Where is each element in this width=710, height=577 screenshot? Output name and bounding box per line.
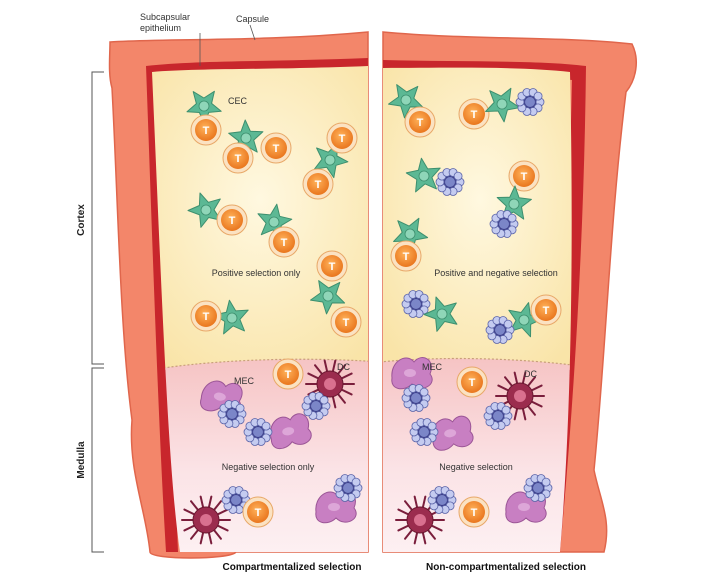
cell-layer: T T T T T T T T T T T T T T T T T T T [181, 84, 562, 545]
dendritic-cell [305, 359, 355, 409]
svg-text:T: T [471, 109, 478, 121]
medulla-axis-label: Medulla [76, 441, 87, 479]
capsule-label: Capsule [236, 14, 269, 24]
t-cell: T [390, 240, 422, 272]
region-bracket [91, 71, 104, 553]
svg-text:T: T [521, 171, 528, 183]
t-cell: T [222, 142, 254, 174]
medullary-epithelial-cell [391, 357, 433, 390]
apoptotic-thymocyte [489, 210, 519, 238]
svg-text:T: T [339, 133, 346, 145]
right-corticomedullary-junction [383, 357, 572, 367]
left-panel-title: Compartmentalized selection [223, 562, 362, 573]
apoptotic-thymocyte [333, 474, 363, 502]
cortical-epithelial-cell [405, 157, 441, 193]
svg-text:T: T [469, 377, 476, 389]
svg-text:T: T [281, 237, 288, 249]
left-cortex-caption: Positive selection only [212, 268, 301, 278]
subcapsular-label-line2: epithelium [140, 23, 181, 33]
dendritic-cell [395, 495, 445, 545]
t-cell: T [456, 366, 488, 398]
t-cell: T [190, 300, 222, 332]
mec-label-right: MEC [422, 362, 443, 372]
svg-text:T: T [543, 305, 550, 317]
t-cell: T [458, 496, 490, 528]
cec-label: CEC [228, 96, 248, 106]
svg-text:T: T [203, 311, 210, 323]
right-panel-title: Non-compartmentalized selection [426, 562, 586, 573]
dendritic-cell [181, 495, 231, 545]
cortical-epithelial-cell [485, 87, 521, 123]
t-cell: T [242, 496, 274, 528]
svg-text:T: T [315, 179, 322, 191]
apoptotic-thymocyte [301, 392, 331, 420]
svg-text:T: T [329, 261, 336, 273]
t-cell: T [458, 98, 490, 130]
t-cell: T [268, 226, 300, 258]
right-medulla-caption: Negative selection [439, 462, 513, 472]
svg-text:T: T [471, 507, 478, 519]
svg-text:T: T [285, 369, 292, 381]
cortical-epithelial-cell [213, 299, 249, 335]
t-cell: T [316, 250, 348, 282]
t-cell: T [216, 204, 248, 236]
apoptotic-thymocyte [217, 400, 247, 428]
svg-text:T: T [203, 125, 210, 137]
t-cell: T [260, 132, 292, 164]
dc-label-left: DC [337, 362, 350, 372]
apoptotic-thymocyte [409, 418, 439, 446]
dc-label-right: DC [524, 369, 537, 379]
svg-text:T: T [403, 251, 410, 263]
t-cell: T [326, 122, 358, 154]
medullary-epithelial-cell [431, 415, 474, 451]
apoptotic-thymocyte [401, 290, 431, 318]
cortical-epithelial-cell [310, 280, 346, 315]
svg-text:T: T [417, 117, 424, 129]
right-cortex-caption: Positive and negative selection [434, 268, 558, 278]
medullary-epithelial-cell [269, 413, 312, 450]
t-cell: T [530, 294, 562, 326]
t-cell: T [508, 160, 540, 192]
cortical-epithelial-cell [186, 90, 222, 125]
svg-text:T: T [273, 143, 280, 155]
apoptotic-thymocyte [435, 168, 465, 196]
t-cell: T [330, 306, 362, 338]
svg-text:T: T [255, 507, 262, 519]
t-cell: T [272, 358, 304, 390]
mec-label-left: MEC [234, 376, 255, 386]
panel-divider [369, 20, 382, 560]
left-medulla-caption: Negative selection only [222, 462, 315, 472]
cortical-epithelial-cell [388, 84, 424, 119]
apoptotic-thymocyte [523, 474, 553, 502]
subcapsular-label-line1: Subcapsular [140, 12, 190, 22]
dendritic-cell [495, 371, 545, 421]
t-cell: T [190, 114, 222, 146]
apoptotic-thymocyte [515, 88, 545, 116]
apoptotic-thymocyte [483, 402, 513, 430]
t-cell: T [302, 168, 334, 200]
capsule-leader [249, 24, 256, 41]
t-cell: T [404, 106, 436, 138]
cortex-axis-label: Cortex [76, 204, 87, 236]
apoptotic-thymocyte [243, 418, 273, 446]
svg-text:T: T [235, 153, 242, 165]
cortical-epithelial-cell [423, 296, 458, 332]
apoptotic-thymocyte [427, 486, 457, 514]
svg-text:T: T [229, 215, 236, 227]
svg-text:T: T [343, 317, 350, 329]
cortical-epithelial-cell [257, 203, 293, 239]
apoptotic-thymocyte [485, 316, 515, 344]
apoptotic-thymocyte [401, 384, 431, 412]
cortical-epithelial-cell [187, 192, 222, 228]
